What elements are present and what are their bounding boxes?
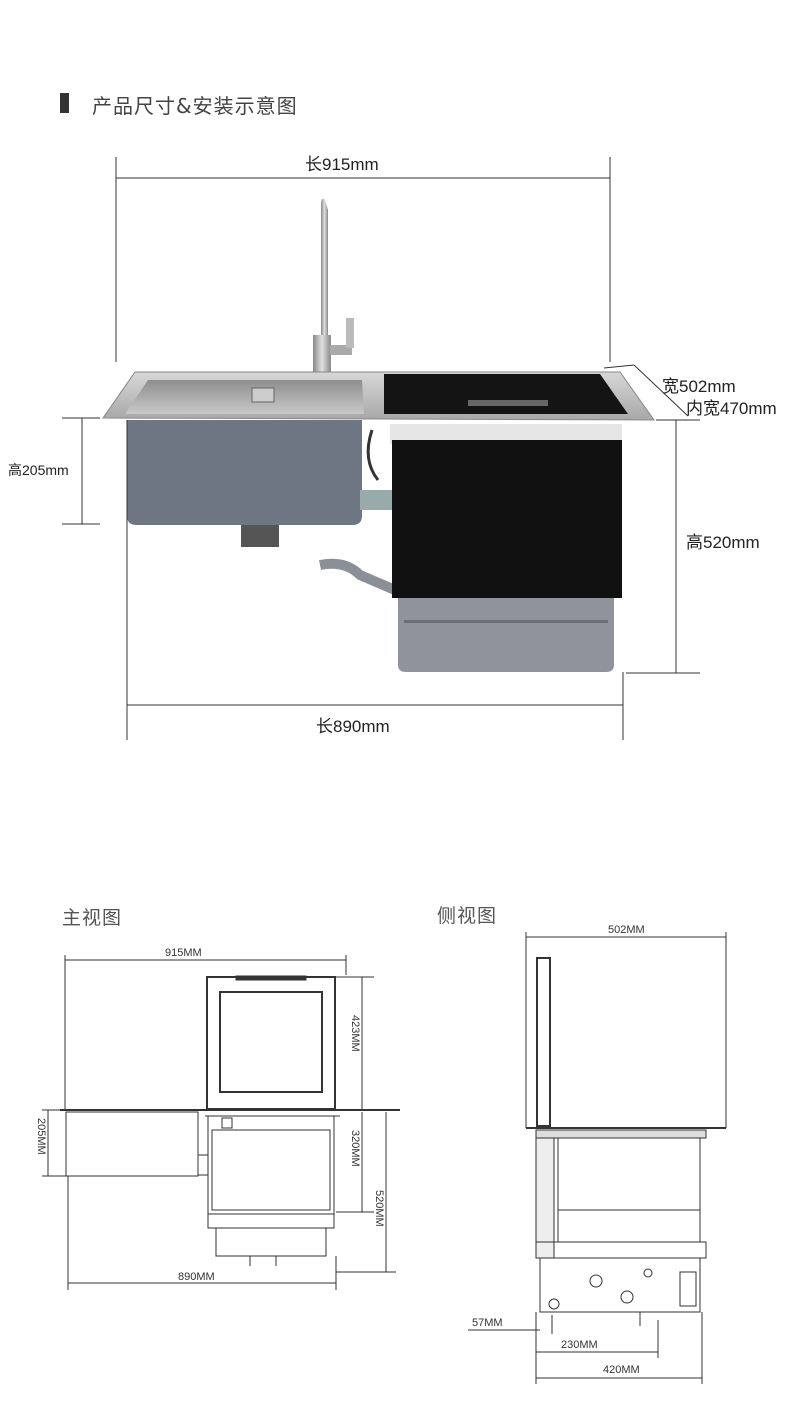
sink-overflow: [251, 387, 275, 403]
front-view-title: 主视图: [62, 907, 123, 929]
front-width-bottom-label: 890MM: [178, 1271, 215, 1283]
page-title: 产品尺寸&安装示意图: [92, 94, 298, 118]
side-d2-label: 230MM: [561, 1339, 598, 1351]
front-h1-label: 423MM: [349, 1015, 361, 1052]
dishwasher-body: [392, 440, 622, 598]
dim-sink-height: 高205mm: [8, 462, 69, 478]
dim-bottom-length: 长890mm: [316, 717, 390, 736]
dim-top-length: 长915mm: [305, 155, 379, 174]
side-width-top-label: 502MM: [608, 924, 645, 936]
dim-inner-width: 内宽470mm: [686, 399, 777, 418]
dim-width: 宽502mm: [662, 377, 736, 396]
unit-height-dimension: [626, 420, 700, 674]
sink-bowl: [127, 420, 362, 525]
lid-handle: [468, 400, 548, 406]
product-illustration: [62, 157, 700, 740]
front-view-drawing: [42, 955, 400, 1290]
drain-pipe: [360, 490, 392, 510]
header-bar: [60, 93, 69, 113]
hose: [319, 558, 397, 595]
dim-unit-height: 高520mm: [686, 533, 760, 552]
top-length-dimension: [115, 157, 611, 362]
side-view-drawing: [468, 932, 727, 1384]
front-sink-h-label: 205MM: [35, 1118, 47, 1155]
sink-drain: [241, 525, 279, 547]
dishwasher-base: [398, 598, 614, 672]
side-view-title: 侧视图: [437, 905, 498, 927]
front-width-top-label: 915MM: [165, 947, 202, 959]
bottom-length-dimension: [126, 420, 624, 740]
side-d1-label: 57MM: [472, 1317, 503, 1329]
dishwasher-lid: [384, 374, 628, 414]
dishwasher-rim: [390, 424, 622, 444]
sink-basin: [125, 380, 364, 414]
front-h2-label: 320MM: [349, 1130, 361, 1167]
faucet: [310, 198, 354, 380]
sink-height-dimension: [62, 417, 100, 525]
side-d3-label: 420MM: [603, 1364, 640, 1376]
front-h3-label: 520MM: [373, 1190, 385, 1227]
width-dimension: [603, 364, 700, 421]
